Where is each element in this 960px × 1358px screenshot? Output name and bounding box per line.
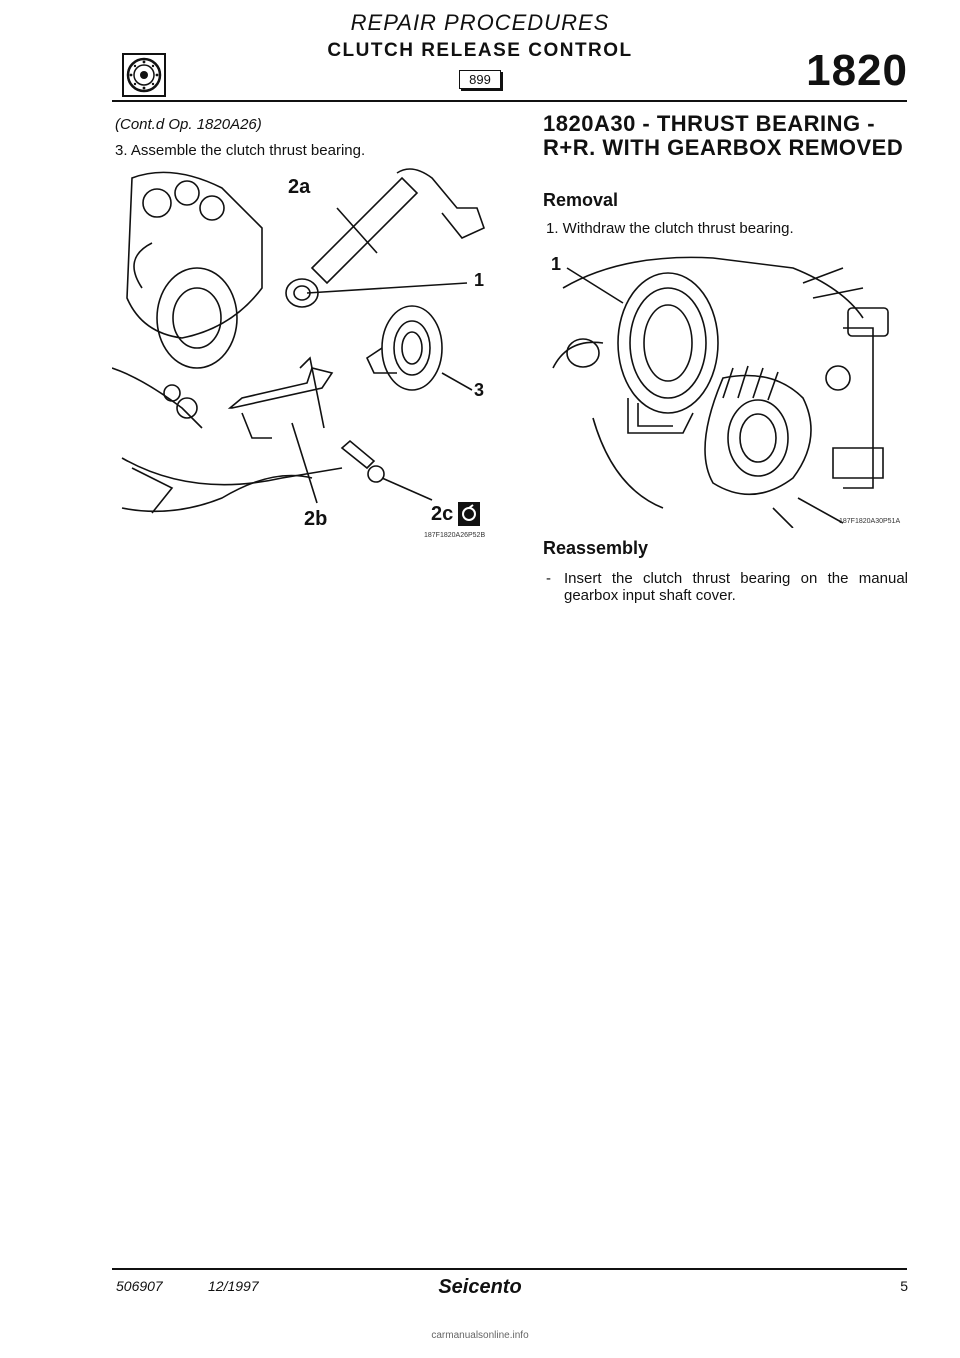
label-2c: 2c bbox=[431, 503, 454, 525]
continued-note: (Cont.d Op. 1820A26) bbox=[115, 116, 262, 133]
reassembly-heading: Reassembly bbox=[543, 538, 649, 558]
bullet-dash: - bbox=[546, 570, 551, 587]
footer-page-number: 5 bbox=[900, 1278, 908, 1294]
reassembly-bullet: - Insert the clutch thrust bearing on th… bbox=[546, 570, 908, 604]
footer-doc-code: 506907 bbox=[116, 1278, 163, 1294]
label-1: 1 bbox=[474, 270, 485, 290]
page-header-title: REPAIR PROCEDURES bbox=[350, 10, 610, 35]
removal-heading: Removal bbox=[543, 190, 619, 210]
footer-rule bbox=[112, 1268, 907, 1270]
header-rule bbox=[112, 100, 907, 102]
section-number: 1820 bbox=[806, 46, 908, 95]
torque-wrench-icon bbox=[458, 502, 480, 526]
watermark: carmanualsonline.info bbox=[431, 1330, 529, 1341]
figure-ref-2: 187F1820A30P51A bbox=[839, 518, 901, 525]
label-1-removal: 1 bbox=[551, 254, 562, 274]
clutch-disc-icon bbox=[122, 53, 166, 97]
step-3-text: 3. Assemble the clutch thrust bearing. bbox=[115, 142, 366, 159]
figure-assembly: 2a 1 3 2b 2c 187F1820A26P52B bbox=[111, 168, 502, 546]
header-code-box: 899 bbox=[459, 70, 501, 89]
footer-date: 12/1997 bbox=[208, 1278, 259, 1294]
footer-brand-logo: Seicento bbox=[438, 1276, 522, 1298]
figure-ref-1: 187F1820A26P52B bbox=[424, 532, 486, 539]
step-1-text: 1. Withdraw the clutch thrust bearing. bbox=[546, 220, 794, 237]
label-3: 3 bbox=[474, 380, 485, 400]
operation-title: 1820A30 - THRUST BEARING - R+R. WITH GEA… bbox=[543, 111, 904, 160]
label-2a: 2a bbox=[288, 176, 311, 198]
figure-removal: 1 187F1820A30P51A bbox=[543, 248, 908, 529]
reassembly-text: Insert the clutch thrust bearing on the … bbox=[564, 570, 908, 604]
label-2b: 2b bbox=[304, 508, 328, 530]
page-header-subtitle: CLUTCH RELEASE CONTROL bbox=[327, 40, 633, 61]
